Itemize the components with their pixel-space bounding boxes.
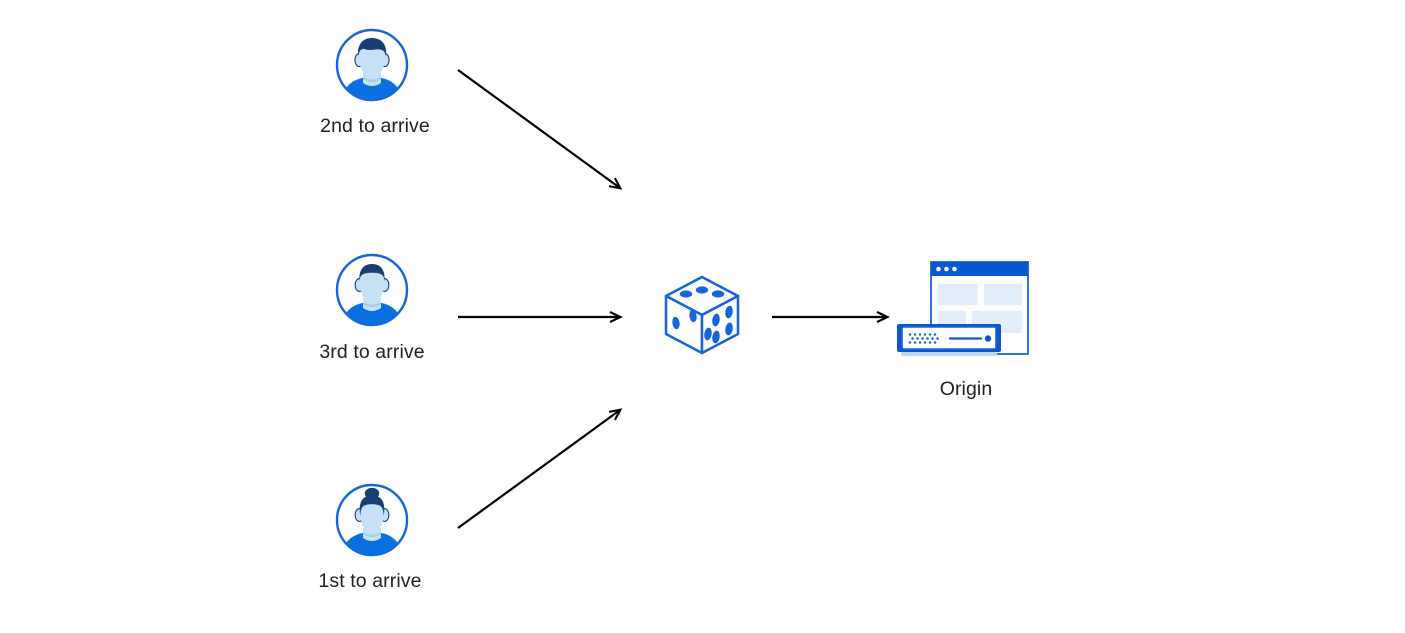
user-2nd-label: 2nd to arrive	[320, 115, 430, 137]
user-avatar-icon	[334, 27, 410, 103]
user-avatar-icon	[334, 482, 410, 558]
origin-label: Origin	[939, 378, 993, 400]
user-3rd-label: 3rd to arrive	[319, 341, 425, 363]
router-device-icon	[897, 324, 1001, 356]
arrow-2nd-to-dice	[457, 69, 623, 190]
origin-server-icon	[893, 258, 1043, 368]
user-1st-label: 1st to arrive	[318, 570, 422, 592]
user-avatar-icon	[334, 252, 410, 328]
dice-icon	[660, 272, 744, 362]
arrow-1st-to-dice	[457, 408, 623, 529]
